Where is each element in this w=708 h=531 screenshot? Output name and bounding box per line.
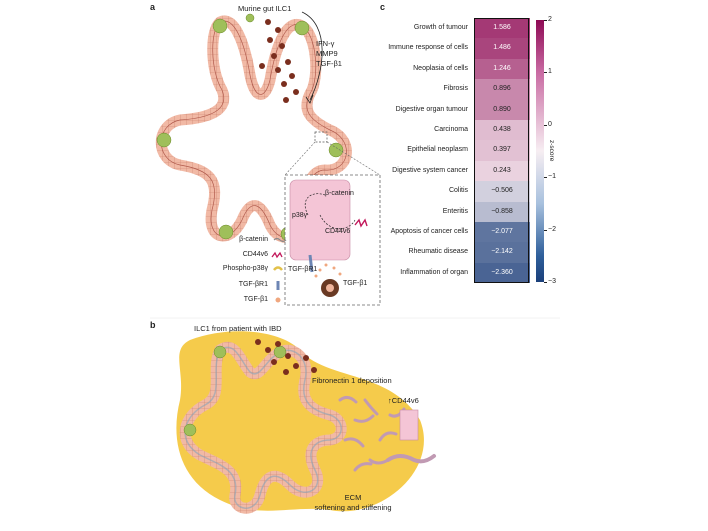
heatmap-row-label: Growth of tumour bbox=[413, 24, 468, 31]
secreted-ilc1-cells-a bbox=[259, 19, 299, 103]
panel-b-letter: b bbox=[150, 320, 156, 330]
cd44v6-cell bbox=[399, 409, 419, 441]
secreted-ilc1-cells-b bbox=[255, 339, 317, 375]
heatmap-row-label: Epithelial neoplasm bbox=[407, 146, 468, 154]
inset-p38: p38γ bbox=[292, 212, 308, 219]
heatmap-row-label: Apoptosis of cancer cells bbox=[390, 228, 468, 235]
ecm-background bbox=[176, 331, 424, 512]
heatmap-row-label: Digestive organ tumour bbox=[395, 105, 468, 113]
colorbar-label: z-score bbox=[548, 140, 555, 162]
colorbar-tick: 1 bbox=[544, 68, 552, 76]
inset-cd44v6: CD44v6 bbox=[325, 228, 351, 235]
tgfb1-icon bbox=[275, 297, 281, 303]
heatmap-row-label: Colitis bbox=[448, 187, 468, 195]
colorbar-tick: −3 bbox=[544, 278, 556, 285]
heatmap-row: Digestive organ tumour 0.890 bbox=[380, 99, 530, 120]
heatmap-cell: 0.243 bbox=[474, 160, 530, 182]
heatmap-row-label: Rheumatic disease bbox=[408, 248, 468, 256]
heatmap-row-label: Enteritis bbox=[442, 207, 468, 215]
legend-phospho-p38: Phospho-p38γ bbox=[222, 265, 268, 272]
heatmap-row: Apoptosis of cancer cells −2.077 bbox=[380, 222, 530, 243]
heatmap-cell: −2.142 bbox=[474, 242, 530, 263]
heatmap-row-label: Inflammation of organ bbox=[400, 268, 468, 276]
heatmap-cell: −0.506 bbox=[474, 181, 530, 202]
gut-epithelium-b bbox=[179, 342, 347, 514]
cd44v6-mark bbox=[354, 218, 368, 228]
beta-catenin-icon bbox=[273, 237, 287, 243]
heatmap-cell: 0.890 bbox=[474, 99, 530, 120]
heatmap-row: Carcinoma 0.438 bbox=[380, 120, 530, 141]
ecm-sublabel: softening and stiffening bbox=[314, 503, 392, 512]
panel-a-title: Murine gut ILC1 bbox=[238, 4, 292, 13]
ilc1-clusters-a bbox=[156, 13, 344, 242]
heatmap-row: Growth of tumour 1.586 bbox=[380, 18, 530, 39]
colorbar-tick: −2 bbox=[544, 225, 556, 233]
heatmap-row-label: Fibrosis bbox=[443, 85, 468, 93]
arrow-a bbox=[301, 11, 323, 101]
figure: a Murine gut ILC1 bbox=[150, 0, 560, 531]
heatmap-cell: −0.858 bbox=[474, 201, 530, 222]
inset-tgfb1: TGF-β1 bbox=[343, 280, 368, 287]
heatmap-row: Digestive system cancer 0.243 bbox=[380, 160, 530, 182]
legend-tgfbr1: TGF-βR1 bbox=[238, 281, 268, 288]
heatmap-cell: 1.246 bbox=[474, 58, 530, 80]
heatmap-row: Epithelial neoplasm 0.397 bbox=[380, 140, 530, 161]
heatmap-row-label: Neoplasia of cells bbox=[413, 64, 468, 72]
heatmap-cell: 0.438 bbox=[474, 120, 530, 141]
colorbar-tick: 0 bbox=[544, 120, 552, 128]
heatmap-cell: 1.486 bbox=[474, 38, 530, 59]
heatmap-row: Immune response of cells 1.486 bbox=[380, 38, 530, 59]
ecm-label: ECM bbox=[344, 493, 362, 502]
legend-beta-catenin: β-catenin bbox=[239, 236, 268, 243]
cd44v6-label: ↑CD44v6 bbox=[388, 396, 419, 405]
inset-tgfbr1: TGF-βR1 bbox=[288, 266, 318, 273]
panel-a-letter: a bbox=[150, 2, 156, 12]
zoom-source-box bbox=[314, 131, 328, 143]
tgfb1-particles bbox=[314, 263, 342, 278]
colorbar-tick: −1 bbox=[544, 173, 556, 181]
fibronectin-strand bbox=[386, 454, 436, 464]
phospho-p38-icon bbox=[273, 266, 283, 271]
fibronectin-label: Fibronectin 1 deposition bbox=[312, 376, 392, 385]
cytokine-ifn: IFN-γ bbox=[316, 39, 335, 48]
heatmap-row: Rheumatic disease −2.142 bbox=[380, 242, 530, 263]
heatmap-row: Fibrosis 0.896 bbox=[380, 79, 530, 100]
colorbar bbox=[536, 20, 544, 282]
epithelial-cell bbox=[289, 179, 351, 261]
tgfbr1-receptor bbox=[308, 254, 314, 273]
heatmap-row-label: Immune response of cells bbox=[388, 44, 468, 52]
cytokine-mmp9: MMP9 bbox=[316, 49, 338, 58]
heatmap-cell: 1.586 bbox=[474, 18, 530, 39]
cytokine-tgfb1: TGF-β1 bbox=[316, 59, 342, 68]
inset-beta-catenin: β-catenin bbox=[325, 190, 354, 197]
legend-tgfb1: TGF-β1 bbox=[243, 296, 268, 303]
colorbar-tick: 2 bbox=[544, 16, 552, 23]
heatmap-row: Inflammation of organ −2.360 bbox=[380, 262, 530, 284]
heatmap-row: Colitis −0.506 bbox=[380, 181, 530, 202]
panel-b-title: ILC1 from patient with IBD bbox=[194, 324, 282, 333]
legend-icons-a bbox=[271, 237, 287, 303]
heatmap-row: Enteritis −0.858 bbox=[380, 201, 530, 222]
legend-cd44v6: CD44v6 bbox=[242, 251, 268, 258]
panel-c-letter: c bbox=[380, 2, 386, 12]
heatmap-row-label: Carcinoma bbox=[434, 126, 468, 133]
cd44v6-icon bbox=[271, 251, 283, 259]
heatmap-cell: −2.360 bbox=[474, 262, 530, 284]
heatmap-cell: 0.896 bbox=[474, 79, 530, 100]
diagram-canvas bbox=[150, 11, 560, 514]
heatmap-cell: −2.077 bbox=[474, 222, 530, 243]
heatmap-row: Neoplasia of cells 1.246 bbox=[380, 58, 530, 80]
heatmap-cell: 0.397 bbox=[474, 140, 530, 161]
heatmap-row-label: Digestive system cancer bbox=[392, 166, 468, 174]
